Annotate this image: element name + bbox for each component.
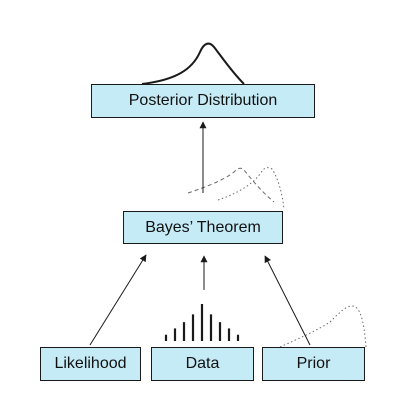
posterior-curve (141, 42, 245, 85)
likelihood-box: Likelihood (40, 347, 141, 381)
arrow-likelihood-to-bayes (89, 254, 147, 346)
prior-dotted-curve (279, 305, 367, 348)
bayes-theorem-box: Bayes’ Theorem (123, 211, 283, 244)
likelihood-dashed-curve (187, 167, 275, 203)
prior-box: Prior (262, 347, 365, 381)
arrow-prior-to-bayes (264, 255, 311, 346)
prior-dashed-curve (217, 167, 285, 210)
data-histogram (164, 304, 240, 341)
data-box: Data (151, 347, 254, 381)
posterior-distribution-box: Posterior Distribution (91, 84, 315, 118)
